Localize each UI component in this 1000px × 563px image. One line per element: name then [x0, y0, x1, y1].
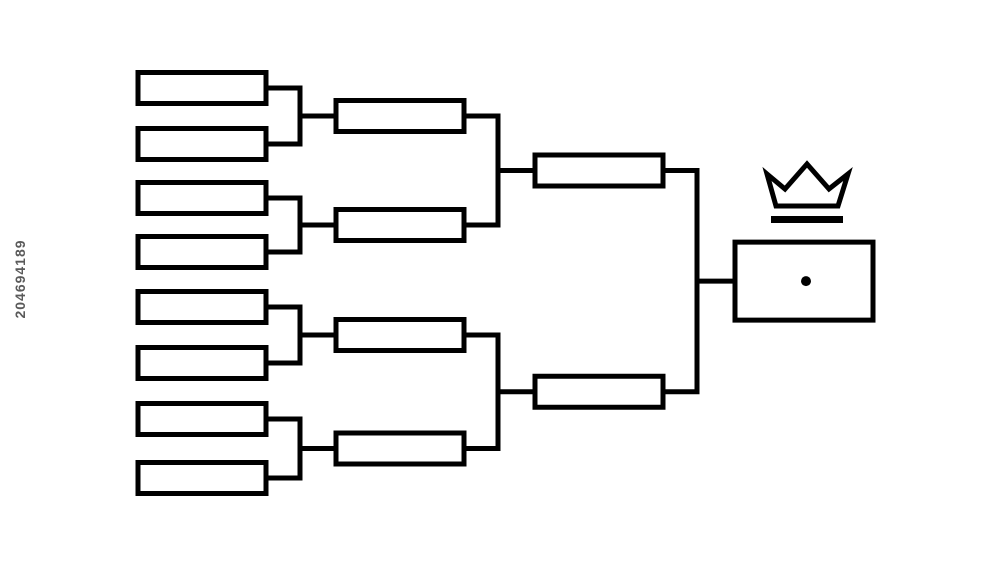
semifinal-slot-2: [532, 373, 666, 410]
round-2-slot-4: [333, 430, 467, 467]
bracket-connectors: [266, 85, 735, 481]
side-id-text: 204694189: [12, 239, 28, 319]
crown-outline: [762, 160, 853, 209]
crown-base: [771, 216, 843, 223]
round-1-connector-3: [266, 304, 336, 366]
round-1-connector-1: [266, 85, 336, 147]
round-2-slot-1: [333, 98, 467, 134]
champion-dot: [801, 276, 811, 287]
round-1-slot-6: [135, 345, 269, 381]
round-1-slot-8: [135, 460, 269, 496]
round-2-connector-2: [464, 332, 535, 451]
semifinal-connector-1: [663, 168, 735, 395]
champion-slot: [732, 239, 876, 323]
round-2-connector-1: [464, 113, 535, 228]
round-1-slot-3: [135, 180, 269, 216]
round-1-connector-4: [266, 416, 336, 481]
round-1-connector-2: [266, 195, 336, 255]
round-1-slot-1: [135, 70, 269, 106]
round-1-slot-7: [135, 401, 269, 437]
round-2-slot-3: [333, 317, 467, 353]
round-2-slot-2: [333, 207, 467, 243]
round-1-slot-5: [135, 289, 269, 325]
round-1-slot-4: [135, 234, 269, 270]
bracket-slots: [135, 70, 666, 496]
semifinal-slot-1: [532, 152, 666, 189]
champion-group: [732, 160, 876, 323]
round-1-slot-2: [135, 126, 269, 162]
crown-icon: [762, 160, 853, 223]
